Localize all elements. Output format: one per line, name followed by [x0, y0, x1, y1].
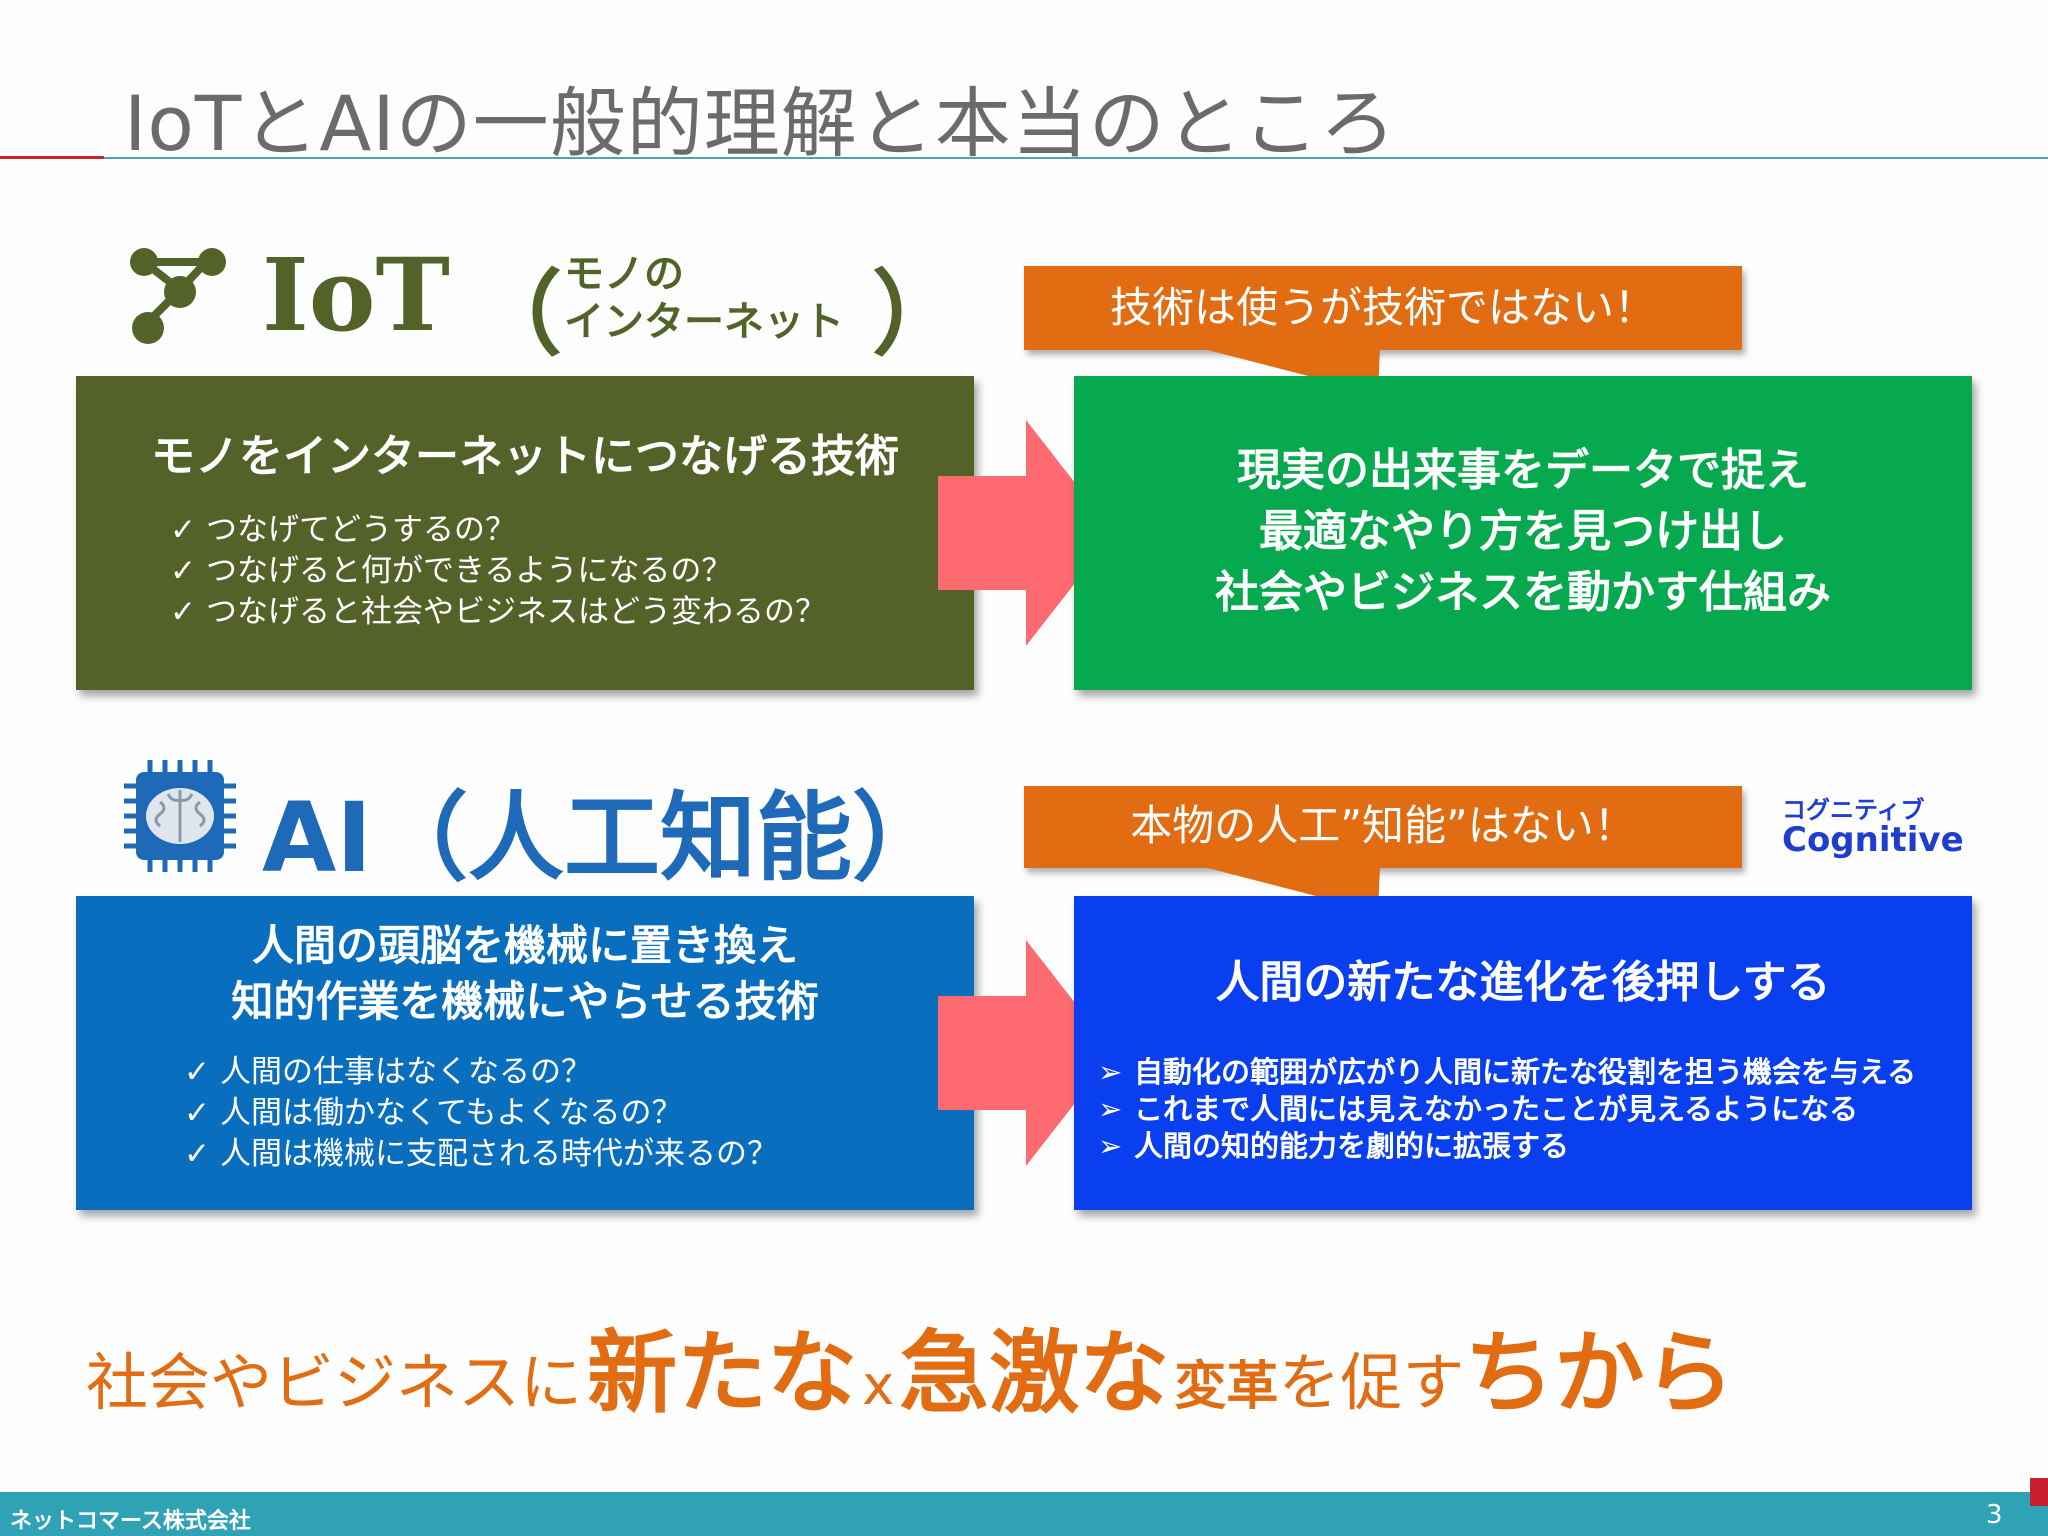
iot-subtitle: モノの インターネット — [564, 250, 844, 346]
checkmark-icon: ✓ — [170, 512, 196, 548]
list-item: ✓つなげてどうするの？ — [170, 510, 826, 551]
ai-definition-title-line2: 知的作業を機械にやらせる技術 — [231, 977, 819, 1026]
checkmark-icon: ✓ — [184, 1095, 210, 1131]
ai-callout-bubble: 本物の人工”知能”はない！ — [1024, 786, 1742, 868]
checkmark-icon: ✓ — [184, 1054, 210, 1090]
tagline-part: 社会やビジネスに — [86, 1346, 583, 1419]
checkmark-icon: ✓ — [184, 1136, 210, 1172]
footer-accent — [2030, 1478, 2048, 1506]
slide-title: IoTとAIの一般的理解と本当のところ — [124, 79, 1397, 168]
ai-answer-title: 人間の新たな進化を後押しする — [1215, 957, 1831, 1008]
ai-answer-list: ➢自動化の範囲が広がり人間に新たな役割を担う機会を与える ➢これまで人間には見え… — [1098, 1054, 1916, 1165]
tagline-emphasis: ちから — [1464, 1321, 1735, 1426]
arrow-bullet-icon: ➢ — [1098, 1055, 1123, 1089]
iot-question-list: ✓つなげてどうするの？ ✓つなげると何ができるようになるの？ ✓つなげると社会や… — [170, 510, 826, 633]
arrow-bullet-icon: ➢ — [1098, 1092, 1123, 1126]
ai-definition-title: 人間の頭脳を機械に置き換え 知的作業を機械にやらせる技術 — [76, 918, 974, 1030]
list-item: ✓つなげると社会やビジネスはどう変わるの？ — [170, 592, 826, 633]
tagline-emphasis: 新たな — [587, 1321, 858, 1426]
list-item: ✓人間は機械に支配される時代が来るの？ — [184, 1134, 778, 1175]
tagline-cross: x — [862, 1354, 895, 1417]
tagline-part: を促す — [1278, 1346, 1465, 1419]
tagline-emphasis: 急激な — [899, 1321, 1170, 1426]
bottom-tagline: 社会やビジネスに 新たな x 急激な 変革を促すちから — [86, 1300, 1734, 1430]
tagline-part: 変革 — [1174, 1357, 1279, 1417]
title-rule-accent — [0, 156, 104, 159]
list-item: ✓人間の仕事はなくなるの？ — [184, 1052, 778, 1093]
iot-paren-close: ） — [872, 260, 965, 368]
ai-definition-box: 人間の頭脳を機械に置き換え 知的作業を機械にやらせる技術 ✓人間の仕事はなくなる… — [76, 896, 974, 1210]
iot-answer-box: 現実の出来事をデータで捉え 最適なやり方を見つけ出し 社会やビジネスを動かす仕組… — [1074, 376, 1972, 690]
iot-heading: IoT — [262, 236, 450, 354]
iot-subtitle-line2: インターネット — [564, 299, 844, 345]
iot-answer-line: 現実の出来事をデータで捉え — [1237, 445, 1809, 496]
page-number: 3 — [1986, 1500, 2003, 1530]
right-arrow-icon — [938, 420, 1114, 646]
network-nodes-icon — [130, 248, 226, 344]
footer-company: ネットコマース株式会社 — [10, 1509, 251, 1534]
iot-answer-text: 現実の出来事をデータで捉え 最適なやり方を見つけ出し 社会やビジネスを動かす仕組… — [1074, 440, 1972, 623]
iot-answer-line: 社会やビジネスを動かす仕組み — [1215, 567, 1831, 618]
iot-definition-box: モノをインターネットにつなげる技術 ✓つなげてどうするの？ ✓つなげると何ができ… — [76, 376, 974, 690]
iot-callout-bubble: 技術は使うが技術ではない！ — [1024, 266, 1742, 350]
list-item: ✓人間は働かなくてもよくなるの？ — [184, 1093, 778, 1134]
checkmark-icon: ✓ — [170, 553, 196, 589]
cognitive-kana-label: コグニティブ — [1782, 796, 1925, 824]
list-item: ✓つなげると何ができるようになるの？ — [170, 551, 826, 592]
iot-paren-open: （ — [470, 260, 563, 368]
list-item: ➢これまで人間には見えなかったことが見えるようになる — [1098, 1092, 1859, 1126]
right-arrow-icon — [938, 940, 1114, 1166]
ai-heading: AI（人工知能） — [262, 782, 949, 894]
title-rule — [104, 157, 2048, 159]
iot-answer-line: 最適なやり方を見つけ出し — [1259, 506, 1787, 557]
footer-bar — [0, 1492, 2048, 1536]
ai-question-list: ✓人間の仕事はなくなるの？ ✓人間は働かなくてもよくなるの？ ✓人間は機械に支配… — [184, 1052, 778, 1175]
ai-definition-title-line1: 人間の頭脳を機械に置き換え — [251, 921, 798, 970]
arrow-bullet-icon: ➢ — [1098, 1129, 1123, 1163]
list-item: ➢自動化の範囲が広がり人間に新たな役割を担う機会を与える — [1098, 1055, 1917, 1089]
cognitive-label: Cognitive — [1782, 820, 1964, 860]
checkmark-icon: ✓ — [170, 594, 196, 630]
iot-definition-title: モノをインターネットにつなげる技術 — [151, 431, 899, 482]
list-item: ➢人間の知的能力を劇的に拡張する — [1098, 1129, 1570, 1163]
ai-answer-box: 人間の新たな進化を後押しする ➢自動化の範囲が広がり人間に新たな役割を担う機会を… — [1074, 896, 1972, 1210]
brain-chip-icon — [124, 760, 236, 872]
iot-subtitle-line1: モノの — [564, 251, 684, 297]
